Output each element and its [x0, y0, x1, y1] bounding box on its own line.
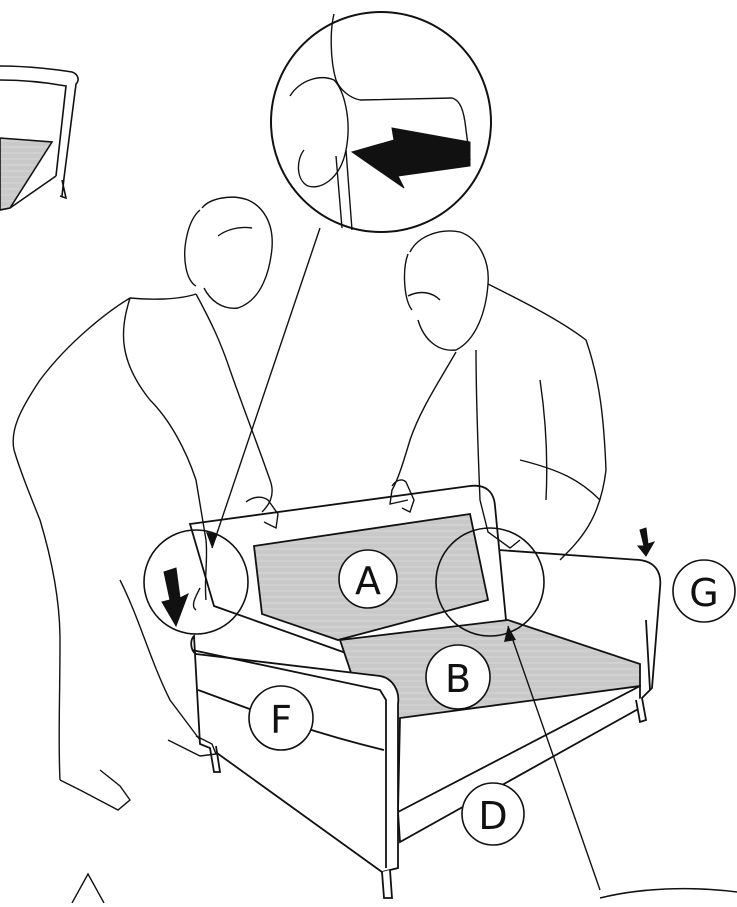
warning-triangle-partial [72, 874, 104, 903]
detail-magnifier-top [271, 12, 491, 232]
label-b-text: B [445, 657, 471, 701]
label-b: B [426, 645, 490, 709]
label-a: A [339, 550, 397, 608]
sofa [190, 486, 660, 898]
label-f: F [249, 686, 313, 750]
preview-sofa [0, 66, 78, 210]
detail-circle-bottom-partial [600, 889, 737, 898]
label-f-text: F [270, 698, 292, 742]
label-d: D [462, 783, 524, 845]
label-g-text: G [689, 571, 718, 615]
small-down-arrow-icon [638, 528, 654, 556]
label-g: G [673, 560, 735, 622]
label-d-text: D [478, 794, 507, 838]
down-arrow-icon [162, 568, 188, 626]
label-a-text: A [355, 559, 381, 603]
